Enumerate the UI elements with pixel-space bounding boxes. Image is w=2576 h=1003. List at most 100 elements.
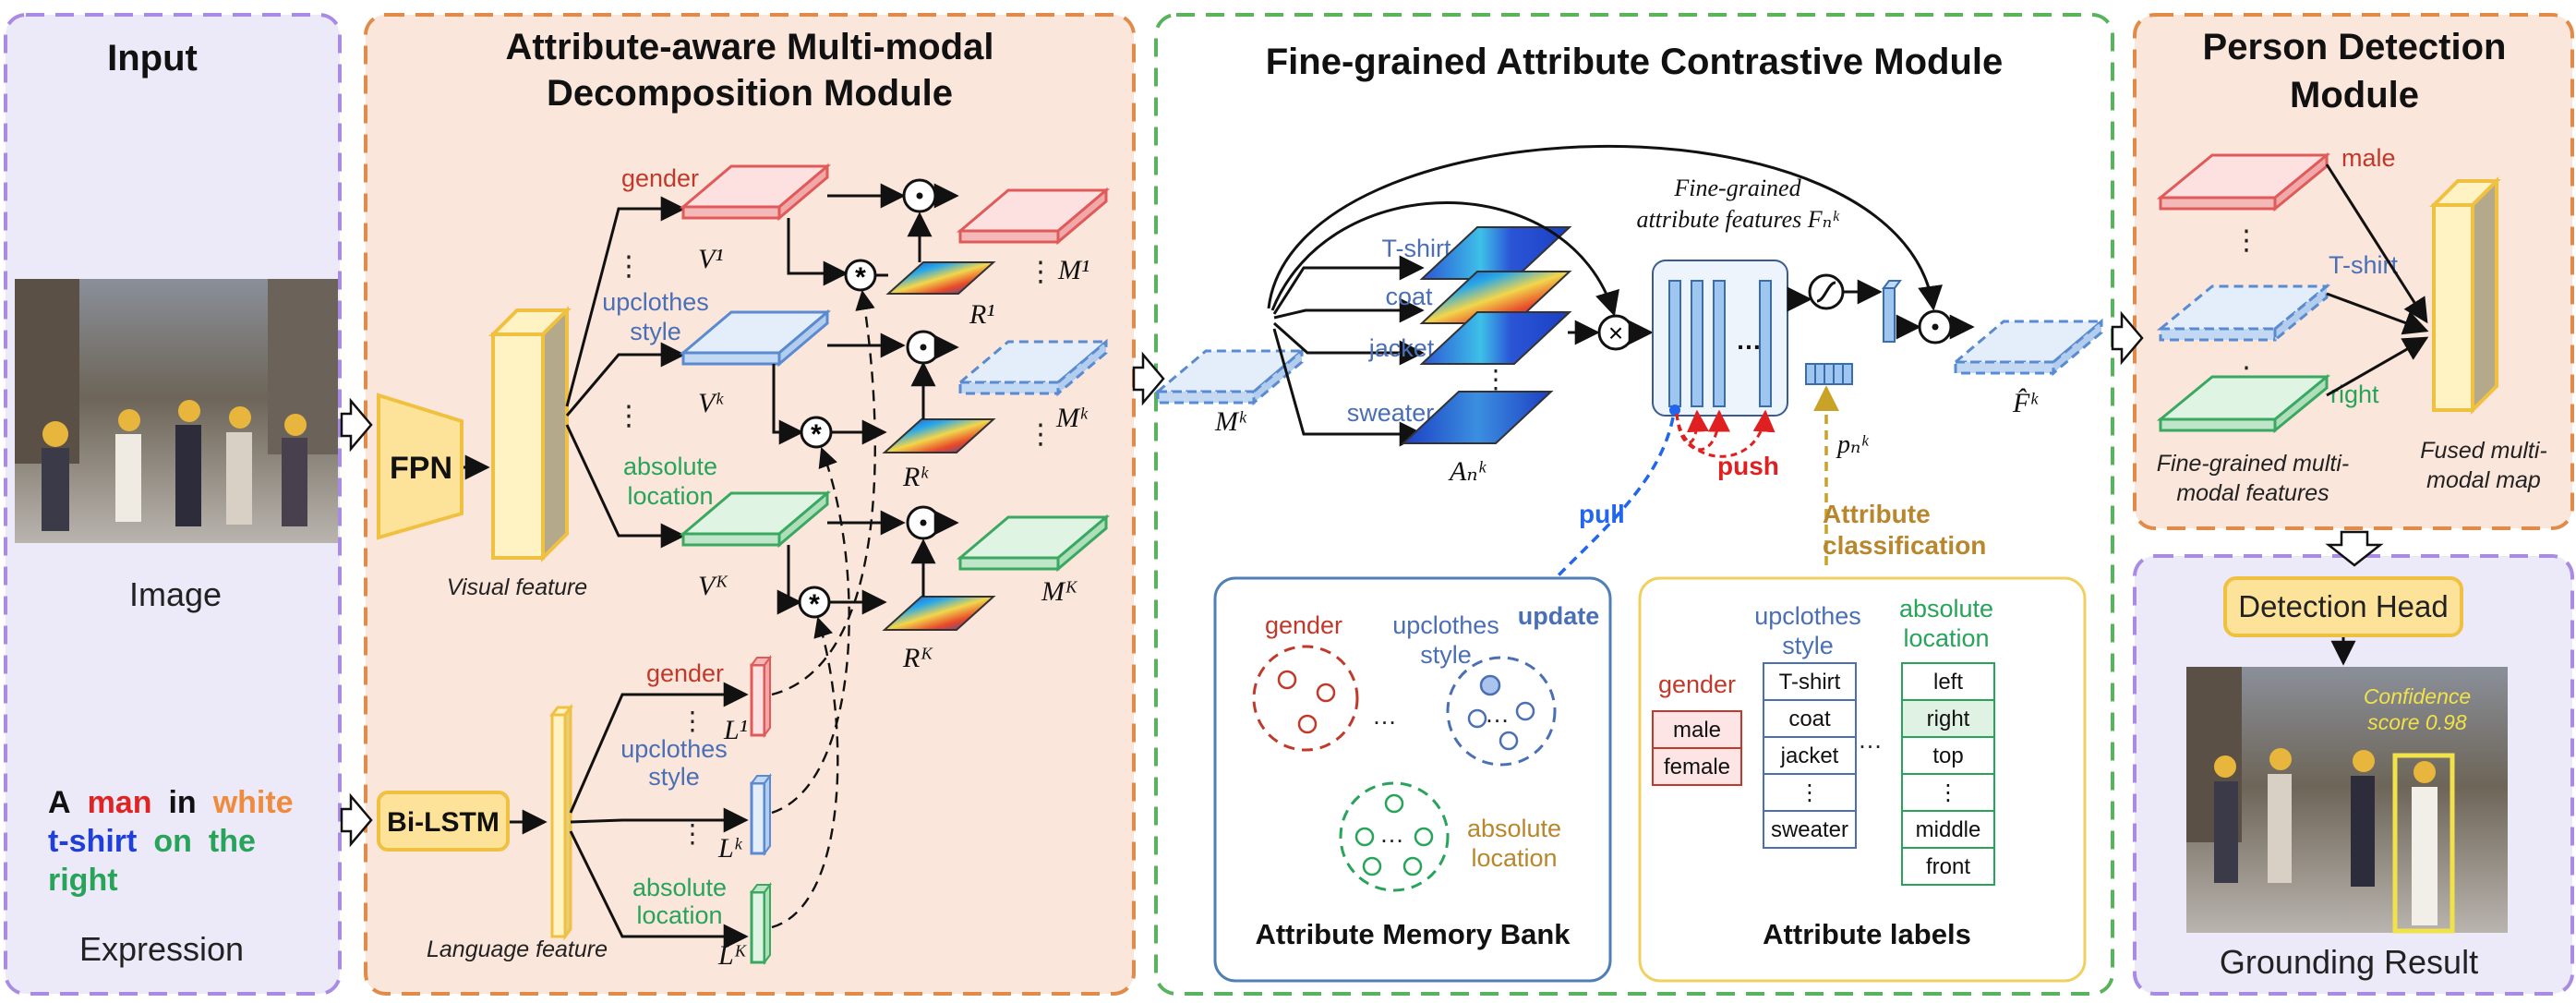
memory-location-points (1354, 793, 1434, 876)
labels-ellipsis: … (1858, 726, 1883, 754)
visual-branch-gender (565, 196, 686, 407)
label-cell-text: T-shirt (1779, 670, 1841, 695)
lang-bar-1 (750, 655, 772, 738)
memory-upclothes-points (1467, 674, 1535, 751)
skip-arc-to-mult (1270, 201, 1619, 317)
flow-vK-conv (776, 545, 802, 615)
fine-feature-bars (1668, 280, 1772, 407)
vis-plate-1 (679, 163, 832, 222)
module-arrow-1 (1132, 351, 1165, 406)
flow-v1-conv (787, 218, 849, 286)
lang-bar-K (750, 882, 772, 965)
sigmoid-op (1808, 273, 1845, 310)
det-label-tshirt: T-shirt (2329, 251, 2399, 279)
vis-plate-k (679, 308, 832, 368)
bilstm-block (377, 791, 510, 852)
attr-labels-title: Attribute labels (1763, 918, 1971, 950)
expression-word: white (212, 785, 294, 820)
mm-plate-K (956, 514, 1111, 573)
attention-weight-bar (1882, 280, 1902, 343)
det-arrow-male (2325, 163, 2428, 324)
svg-text:*: * (811, 419, 822, 450)
det-label-right: right (2330, 381, 2379, 408)
expression-word: t-shirt (48, 824, 137, 859)
label-cell-text: middle (1916, 817, 1981, 842)
visual-branch-upclothes (565, 342, 686, 417)
flow-vk-conv (772, 364, 804, 445)
resp-map-k (882, 418, 996, 453)
visual-attr-gender: gender (621, 164, 699, 192)
attn-attr-0: T-shirt (1381, 235, 1451, 262)
fine-feature-ellipsis: … (1736, 326, 1762, 355)
det-plate-male (2156, 151, 2331, 212)
odot-op-k (906, 330, 941, 365)
vis-label-K: Vᴷ (698, 571, 728, 601)
grounding-box (2392, 753, 2455, 934)
det-plate-right (2156, 373, 2331, 434)
svg-text:right: right (48, 863, 118, 898)
lang-dots-2: ⋮ (680, 819, 705, 848)
det-arrow-tshirt (2326, 292, 2429, 335)
det-label-male: male (2341, 144, 2396, 172)
pull-label: pull (1579, 500, 1625, 528)
attn-branch-4 (1272, 328, 1425, 447)
prob-vector (1805, 363, 1853, 385)
label-cell (1901, 736, 1995, 775)
mm-label-1: M¹ (1057, 255, 1089, 285)
prob-label: pₙᵏ (1836, 430, 1869, 459)
mult-op: × (1597, 314, 1634, 351)
label-cell (1763, 699, 1857, 738)
label-cell (1652, 747, 1742, 786)
visual-feature-label: Visual feature (447, 574, 587, 600)
label-cell-text: coat (1788, 707, 1831, 731)
fpn-label: FPN (390, 451, 452, 486)
attn-attr-3: sweater (1347, 399, 1435, 427)
lang-label-K: Lᴷ (717, 940, 748, 971)
vis-label-k: Vᵏ (698, 388, 724, 418)
mm-label-K: Mᴷ (1041, 576, 1078, 607)
attn-label: Aₙᵏ (1448, 456, 1487, 487)
mm-dots-k: ⋮ (1027, 419, 1054, 450)
conv-op-K: * (798, 586, 831, 620)
expression-word: right (48, 863, 118, 898)
visual-branch-location (565, 424, 686, 549)
label-cell (1901, 662, 1995, 701)
module-arrow-2 (2111, 310, 2144, 366)
label-cell-text: right (1927, 707, 1970, 731)
resp-label-K: Rᴷ (902, 643, 933, 673)
input-title: Input (107, 38, 198, 79)
odot-op-K (906, 505, 941, 540)
label-cell (1901, 773, 1995, 812)
svg-text:×: × (1608, 319, 1623, 347)
attn-attr-1: coat (1385, 283, 1433, 310)
label-cell (1901, 847, 1995, 886)
attn-branch-3 (1273, 321, 1425, 366)
lang-label-k: Lᵏ (717, 833, 743, 864)
lang-attr-gender: gender (646, 659, 724, 687)
memory-gender-points (1277, 670, 1336, 734)
contrast-output-map (1951, 318, 2106, 377)
det-arrow-right (2326, 336, 2429, 397)
svg-text:*: * (809, 589, 820, 620)
label-cell-text: ⋮ (1937, 780, 1959, 805)
label-cell-text: jacket (1780, 743, 1839, 768)
resp-label-k: Rᵏ (902, 462, 929, 492)
attention-maps-stack (1401, 226, 1572, 444)
lang-branch-location (569, 830, 749, 949)
expression-word: A (48, 785, 71, 820)
push-arrow-3 (1675, 409, 1776, 458)
label-cell (1901, 810, 1995, 849)
fpn-block (377, 393, 463, 540)
resp-map-1 (885, 261, 996, 295)
street-photo (15, 279, 338, 543)
